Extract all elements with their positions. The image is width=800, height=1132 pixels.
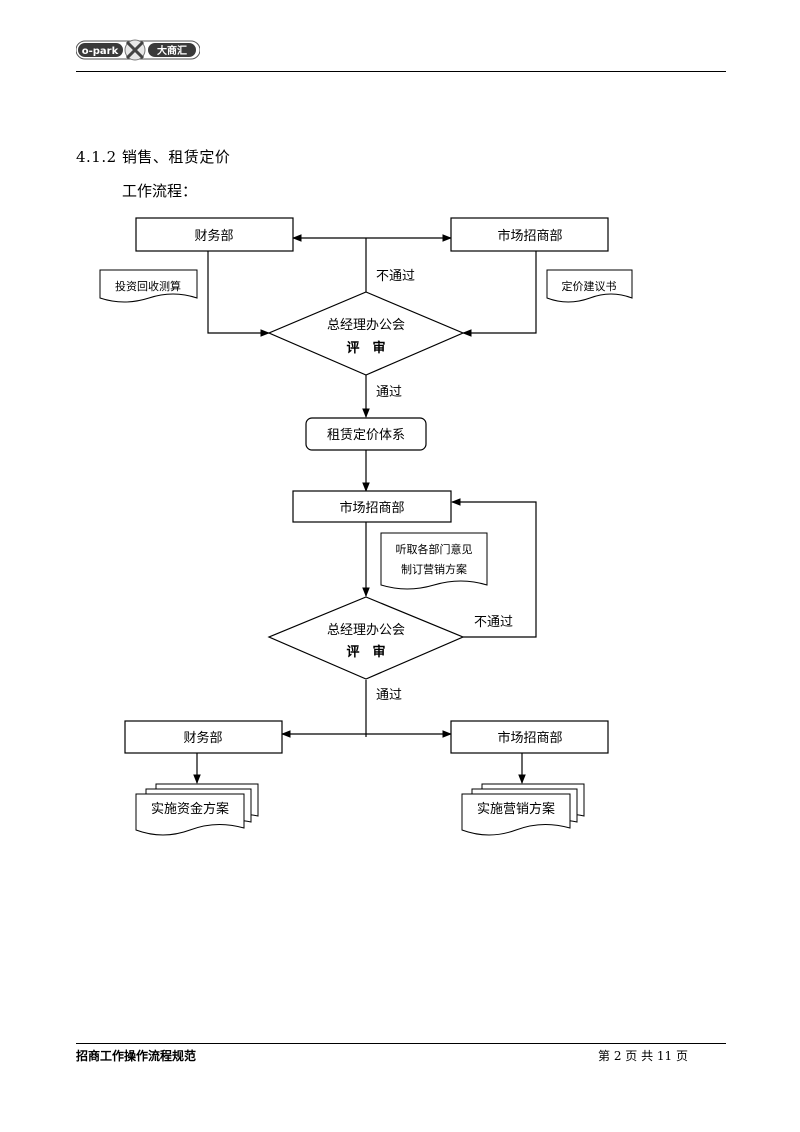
header-rule bbox=[76, 71, 726, 72]
market-top-box: 市场招商部 bbox=[450, 217, 609, 252]
investment-note: 投资回收测算 bbox=[99, 269, 198, 303]
finance-top-label: 财务部 bbox=[194, 228, 233, 244]
section-subheading: 工作流程： bbox=[122, 182, 198, 200]
pricing-note: 定价建议书 bbox=[546, 269, 633, 303]
market-mid-box: 市场招商部 bbox=[292, 490, 452, 523]
pricing-system-label: 租赁定价体系 bbox=[327, 428, 405, 443]
finance-to-review1-line bbox=[207, 251, 270, 337]
logo-left-text: o-park bbox=[82, 46, 119, 57]
review1-diamond: 总经理办公会 评 审 bbox=[267, 291, 465, 376]
pricing-note-label: 定价建议书 bbox=[562, 279, 617, 293]
footer-rule bbox=[76, 1043, 726, 1044]
marketing-plan-label: 实施营销方案 bbox=[477, 801, 555, 817]
footer-page-number: 第 2 页 共 11 页 bbox=[598, 1049, 688, 1063]
opinions-note-line1: 听取各部门意见 bbox=[396, 542, 473, 556]
review2-diamond: 总经理办公会 评 审 bbox=[267, 596, 465, 680]
finance-bottom-box: 财务部 bbox=[124, 720, 283, 754]
opinions-note: 听取各部门意见 制订营销方案 bbox=[380, 532, 488, 590]
fail1-label: 不通过 bbox=[376, 269, 415, 284]
opinions-note-line2: 制订营销方案 bbox=[401, 562, 467, 576]
market-top-label: 市场招商部 bbox=[497, 228, 562, 244]
finance-top-box: 财务部 bbox=[135, 217, 294, 252]
investment-note-label: 投资回收测算 bbox=[115, 279, 181, 293]
pass2-label: 通过 bbox=[376, 688, 402, 703]
company-logo: o-park 大商汇 bbox=[75, 38, 201, 62]
pass1-label: 通过 bbox=[376, 385, 402, 400]
review1-label-line1: 总经理办公会 bbox=[327, 318, 405, 333]
footer-title: 招商工作操作流程规范 bbox=[76, 1049, 197, 1063]
market-mid-label: 市场招商部 bbox=[339, 500, 404, 516]
section-heading: 4.1.2 销售、租赁定价 bbox=[76, 148, 231, 166]
logo-cross-icon bbox=[124, 39, 146, 61]
funds-plan-documents: 实施资金方案 bbox=[135, 783, 259, 836]
fail2-loop-line bbox=[451, 498, 537, 638]
logo-right-text: 大商汇 bbox=[157, 44, 187, 57]
pricing-system-box: 租赁定价体系 bbox=[305, 417, 427, 451]
review1-label-line2: 评 审 bbox=[346, 340, 385, 356]
market-bottom-box: 市场招商部 bbox=[450, 720, 609, 754]
market-to-review1-line bbox=[462, 251, 537, 337]
marketing-plan-documents: 实施营销方案 bbox=[461, 783, 585, 836]
market-bottom-label: 市场招商部 bbox=[497, 730, 562, 746]
funds-plan-label: 实施资金方案 bbox=[151, 801, 229, 817]
fail2-label: 不通过 bbox=[474, 615, 513, 630]
finance-bottom-label: 财务部 bbox=[183, 730, 222, 746]
review2-label-line1: 总经理办公会 bbox=[327, 623, 405, 638]
review2-label-line2: 评 审 bbox=[346, 644, 385, 660]
